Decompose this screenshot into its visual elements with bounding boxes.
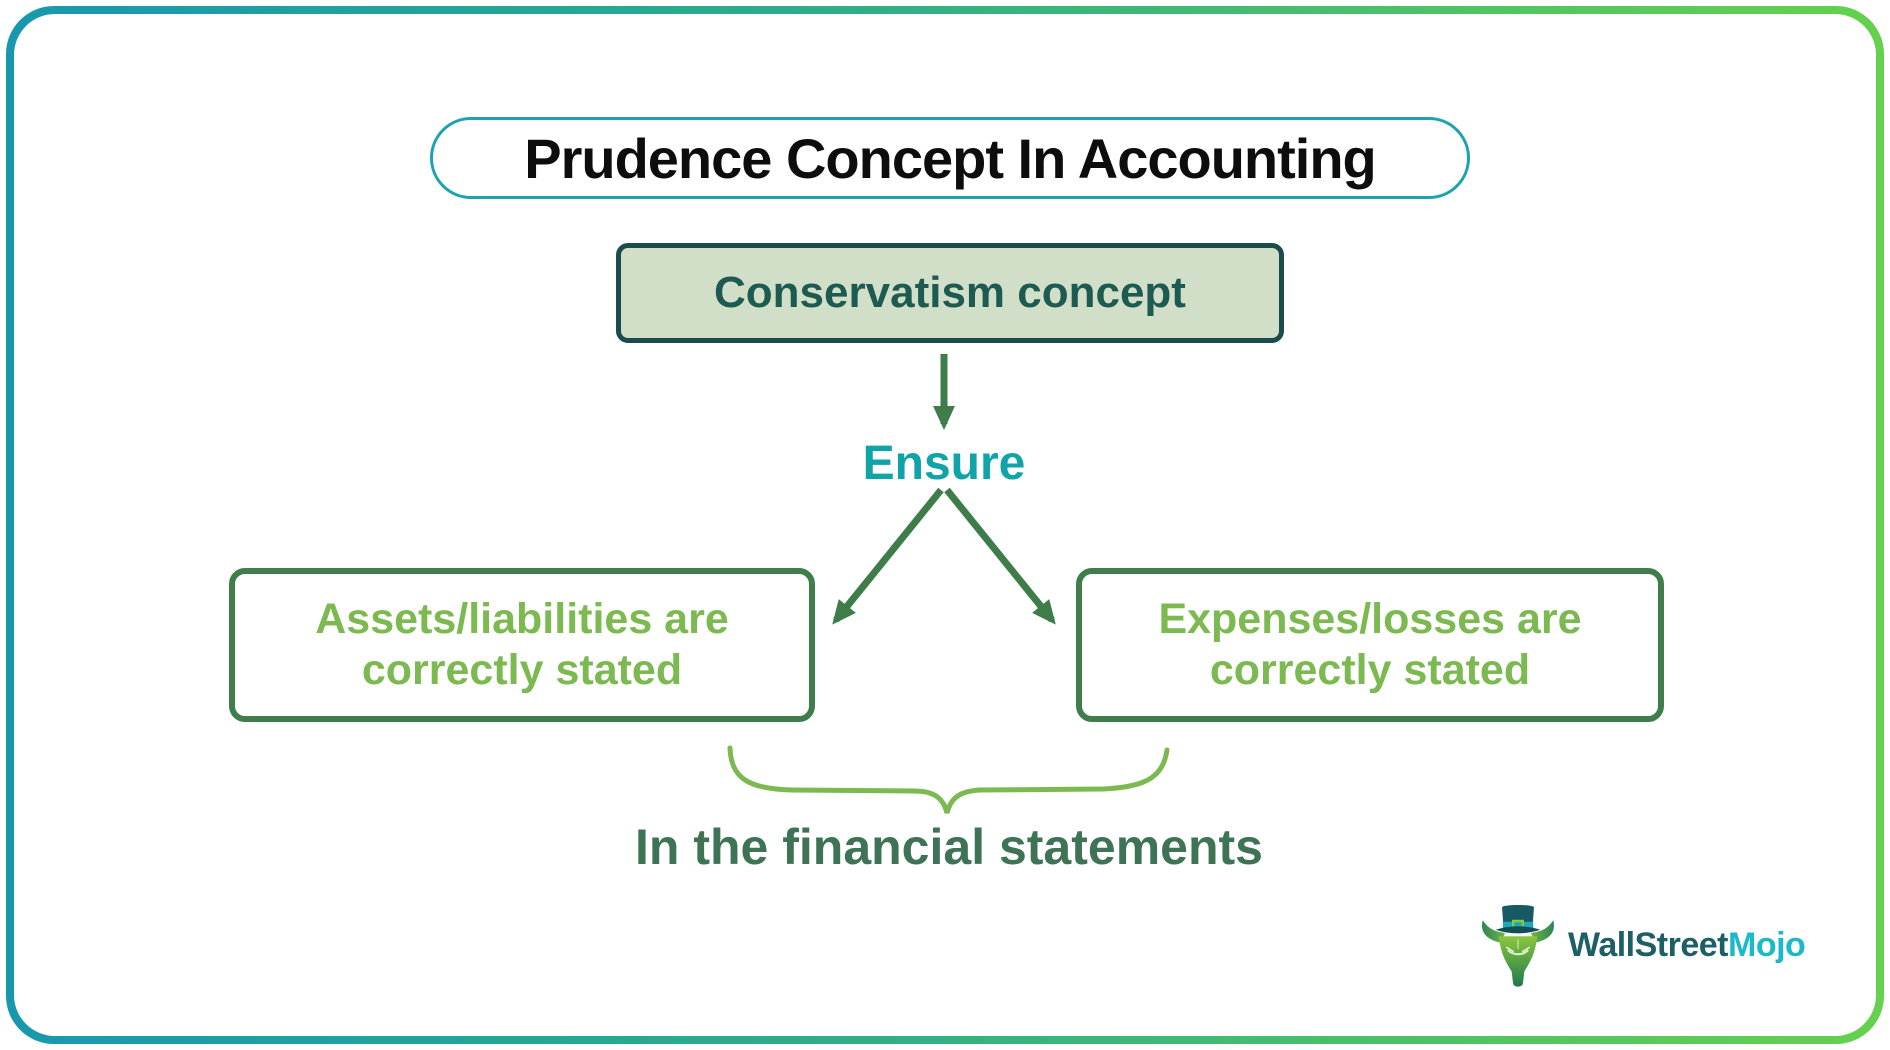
conservatism-box: Conservatism concept — [616, 243, 1284, 343]
brand-logo: WallStreetMojo — [1478, 901, 1806, 989]
title-pill: Prudence Concept In Accounting — [430, 117, 1470, 199]
expenses-box-line2: correctly stated — [1209, 646, 1531, 694]
expenses-losses-box: Expenses/losses are correctly stated — [1076, 568, 1664, 722]
ensure-label: Ensure — [862, 437, 1026, 490]
bull-icon — [1481, 905, 1555, 987]
brand-name-mojo: Mojo — [1728, 925, 1806, 964]
brand-name-wallstreet: WallStreet — [1568, 925, 1729, 964]
assets-liabilities-box: Assets/liabilities are correctly stated — [229, 568, 815, 722]
brand-name: WallStreetMojo — [1568, 925, 1806, 965]
expenses-box-line1: Expenses/losses are — [1158, 595, 1582, 644]
conservatism-box-label: Conservatism concept — [714, 268, 1186, 317]
assets-box-line1: Assets/liabilities are — [315, 595, 729, 644]
assets-box-line2: correctly stated — [361, 646, 683, 694]
financial-statements-label: In the financial statements — [635, 819, 1263, 875]
page-title: Prudence Concept In Accounting — [524, 126, 1377, 190]
